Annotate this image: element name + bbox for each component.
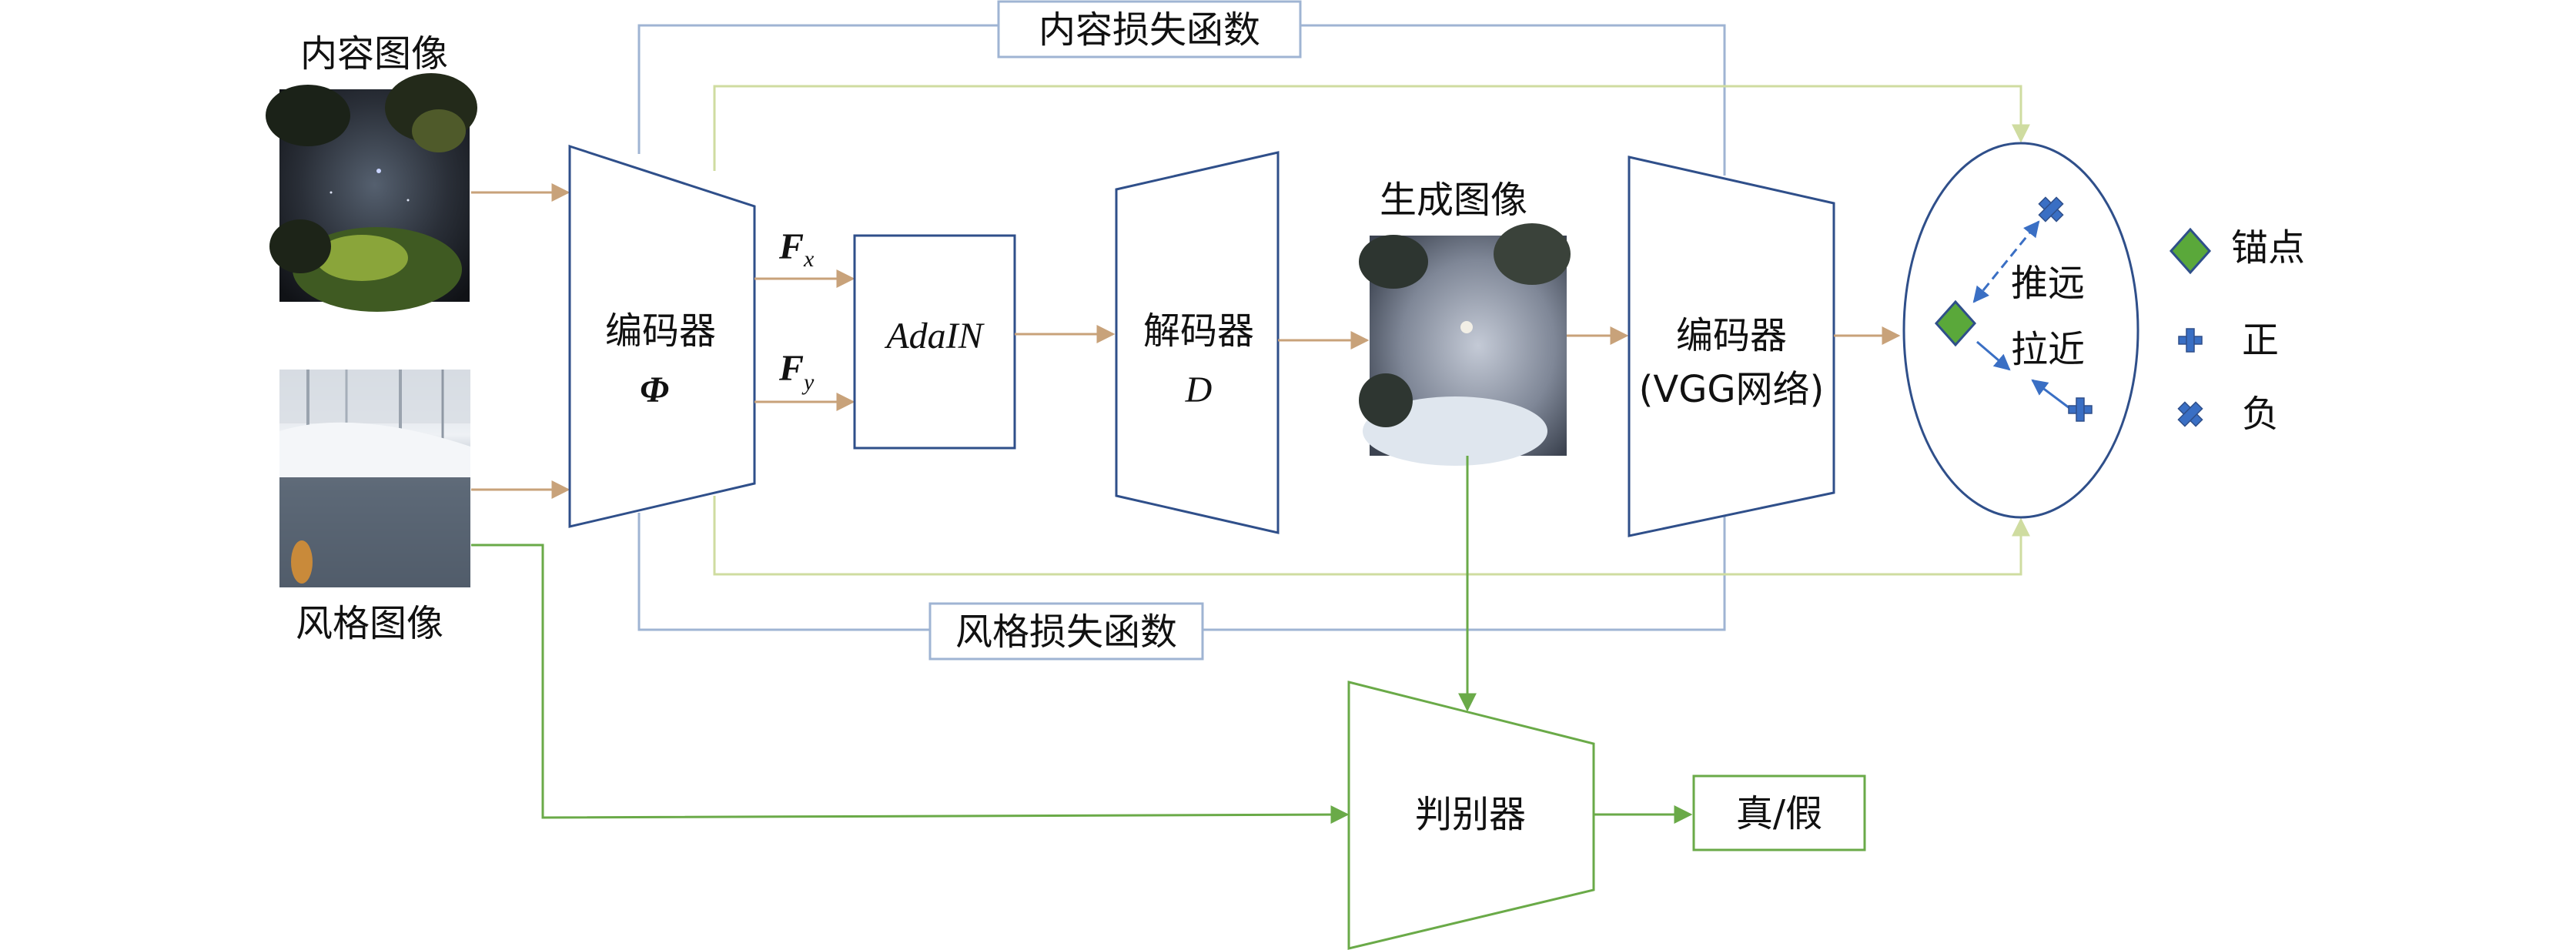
content-loss-path <box>637 24 1726 176</box>
plus-icon <box>2178 328 2203 353</box>
svg-text:x: x <box>803 246 815 272</box>
output-label: 真/假 <box>1736 792 1822 835</box>
decoder-symbol: D <box>1185 370 1213 410</box>
legend-anchor-label: 锚点 <box>2231 226 2305 269</box>
push-away-label: 推远 <box>2011 262 2085 305</box>
contrast-path-top <box>713 85 2030 171</box>
legend-item-negative: 负 <box>2177 393 2279 436</box>
feature-x-label: F x <box>778 226 815 272</box>
contrast-path-bottom <box>713 496 2030 576</box>
encoder-block: 编码器 Φ <box>568 144 756 528</box>
discriminator-label: 判别器 <box>1415 793 1526 836</box>
legend-item-anchor: 锚点 <box>2169 226 2305 275</box>
encoder-symbol: Φ <box>640 370 669 410</box>
generated-image-title: 生成图像 <box>1380 179 1527 222</box>
style-loss-box: 风格损失函数 <box>928 602 1204 661</box>
vgg-encoder-sublabel: (VGG网络) <box>1639 368 1825 411</box>
pull-close-label: 拉近 <box>2011 328 2085 371</box>
legend-positive-label: 正 <box>2242 319 2279 362</box>
negative-cross-icon <box>2038 196 2064 222</box>
legend: 锚点 正 负 <box>2169 226 2305 436</box>
style-loss-path <box>637 513 1726 631</box>
vgg-encoder-block: 编码器 (VGG网络) <box>1628 156 1835 537</box>
content-loss-label: 内容损失函数 <box>1039 8 1260 52</box>
style-to-discriminator-arrow <box>471 544 1350 825</box>
style-image <box>279 370 470 587</box>
output-box: 真/假 <box>1692 774 1866 851</box>
vgg-encoder-label: 编码器 <box>1676 314 1787 357</box>
content-loss-box: 内容损失函数 <box>997 0 1302 59</box>
svg-text:F: F <box>778 348 804 389</box>
legend-item-positive: 正 <box>2178 319 2279 362</box>
encoder-label: 编码器 <box>605 309 716 353</box>
legend-negative-label: 负 <box>2242 393 2279 436</box>
feature-y-label: F y <box>778 348 815 395</box>
cross-icon <box>2177 401 2203 427</box>
positive-plus-icon <box>2068 397 2093 422</box>
style-image-title: 风格图像 <box>296 602 443 645</box>
push-away-arrow <box>1972 220 2040 303</box>
pull-arrow-1 <box>1976 340 2011 371</box>
embedding-space: 推远 拉近 <box>1902 142 2139 519</box>
diamond-icon <box>2169 227 2212 275</box>
pull-arrow-2 <box>2031 379 2070 410</box>
generated-image <box>1359 223 1571 466</box>
decoder-label: 解码器 <box>1143 309 1254 353</box>
svg-text:y: y <box>801 370 815 395</box>
style-loss-label: 风格损失函数 <box>955 610 1177 654</box>
anchor-diamond-icon <box>1934 299 1977 347</box>
content-image <box>266 73 477 312</box>
decoder-block: 解码器 D <box>1115 151 1280 534</box>
discriminator-block: 判别器 <box>1347 681 1595 950</box>
svg-text:F: F <box>778 226 804 267</box>
content-image-title: 内容图像 <box>300 32 448 75</box>
adain-block: AdaIN <box>853 234 1016 450</box>
adain-label: AdaIN <box>884 316 985 356</box>
